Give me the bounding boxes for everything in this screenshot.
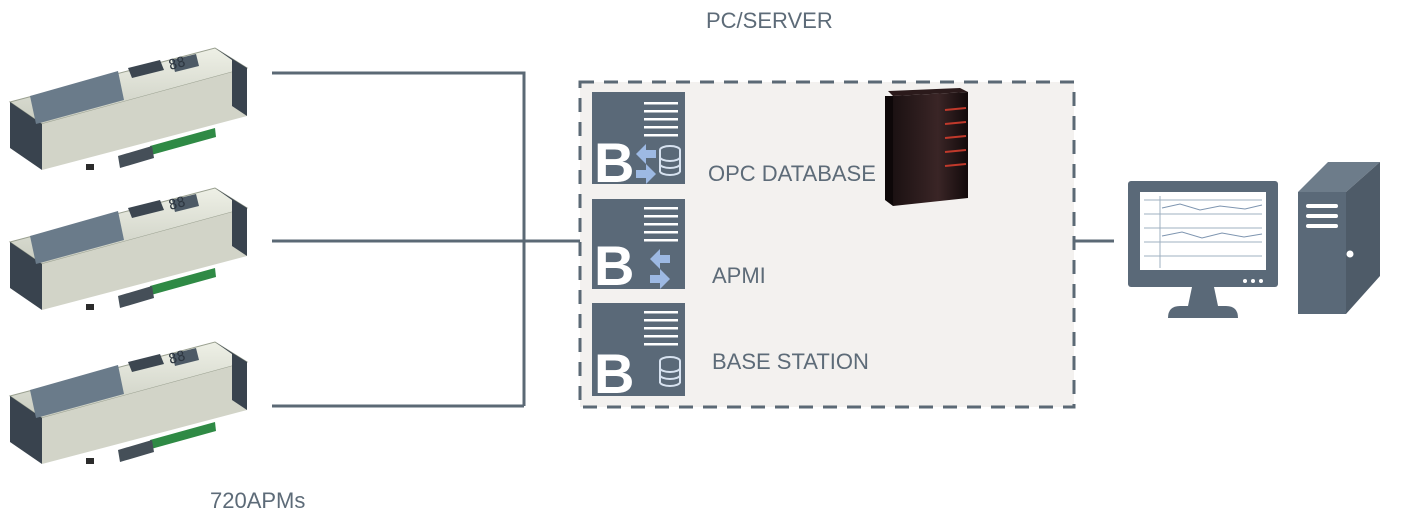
module-letter: B [594,234,634,297]
device-1-link [272,71,526,406]
database-icon [659,356,681,387]
device-display: 88 [167,348,187,368]
opc-database-label: OPC DATABASE [708,161,876,186]
apmi-module: B [592,199,685,297]
database-icon [659,145,681,176]
base-station-module: B [592,303,685,405]
module-letter: B [594,342,634,405]
opc-database-module: B [592,92,685,194]
workstation [1128,162,1380,318]
server-label: PC/SERVER [706,8,833,33]
computer-tower-icon [1298,162,1380,314]
apmi-label: APMI [712,263,766,288]
server-tower-icon [885,88,968,206]
base-station-label: BASE STATION [712,349,869,374]
device-display: 88 [167,194,187,214]
module-letter: B [594,131,634,194]
device-720apm-2: 88 [9,187,248,311]
monitor-icon [1128,181,1278,318]
device-720apm-1: 88 [9,47,248,171]
device-display: 88 [167,54,187,74]
devices-label: 720APMs [210,488,305,513]
device-720apm-3: 88 [9,341,248,465]
